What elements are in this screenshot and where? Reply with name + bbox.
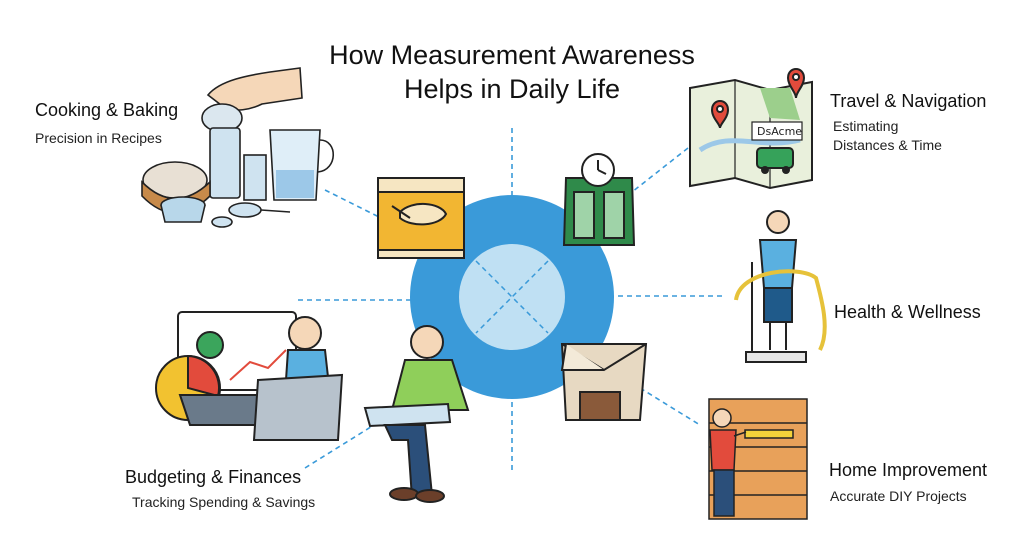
home-improvement-title: Home Improvement (829, 460, 988, 480)
hub-cross-a (475, 260, 549, 334)
travel-navigation-subtitle: Estimating Distances & Time (833, 117, 942, 155)
home-improvement-subtitle: Accurate DIY Projects (830, 487, 967, 506)
map-icon: DsAcme (689, 68, 813, 190)
connector-finance (304, 389, 431, 469)
hub-inner-circle (459, 244, 565, 350)
cooking-baking-subtitle: Precision in Recipes (35, 129, 162, 148)
measuring-cups-icon (141, 67, 334, 228)
connector-cooking (324, 189, 386, 221)
reading-person-icon (363, 325, 470, 503)
health-wellness-title: Health & Wellness (834, 302, 981, 322)
budgeting-finances-subtitle-line: Tracking Spending & Savings (132, 494, 316, 510)
laptop-chart-icon (155, 311, 344, 441)
travel-navigation-subtitle-line-1: Estimating (833, 118, 899, 134)
cooking-baking-title: Cooking & Baking (35, 100, 179, 120)
bathroom-scale-icon (562, 153, 636, 246)
hub-cross-b (475, 260, 549, 334)
travel-navigation-title: Travel & Navigation (830, 91, 987, 111)
connector-travel (631, 147, 689, 193)
connector-home (639, 387, 701, 426)
travel-navigation-subtitle-line-2: Distances & Time (833, 137, 942, 153)
title-line-1: How Measurement Awareness (329, 40, 695, 70)
recipe-book-icon (377, 177, 465, 259)
person-tape-measure-icon (734, 210, 827, 363)
budgeting-finances-title: Budgeting & Finances (125, 467, 302, 487)
title-line-2: Helps in Daily Life (403, 74, 621, 104)
home-improvement-subtitle-line: Accurate DIY Projects (830, 488, 967, 504)
cooking-baking-subtitle-line: Precision in Recipes (35, 130, 162, 146)
wall-measuring-icon (708, 398, 808, 520)
budgeting-finances-subtitle: Tracking Spending & Savings (132, 493, 315, 512)
map-label: DsAcme (757, 125, 802, 138)
diagram-title: How Measurement Awareness Helps in Daily… (262, 38, 762, 106)
box-icon (560, 343, 648, 421)
